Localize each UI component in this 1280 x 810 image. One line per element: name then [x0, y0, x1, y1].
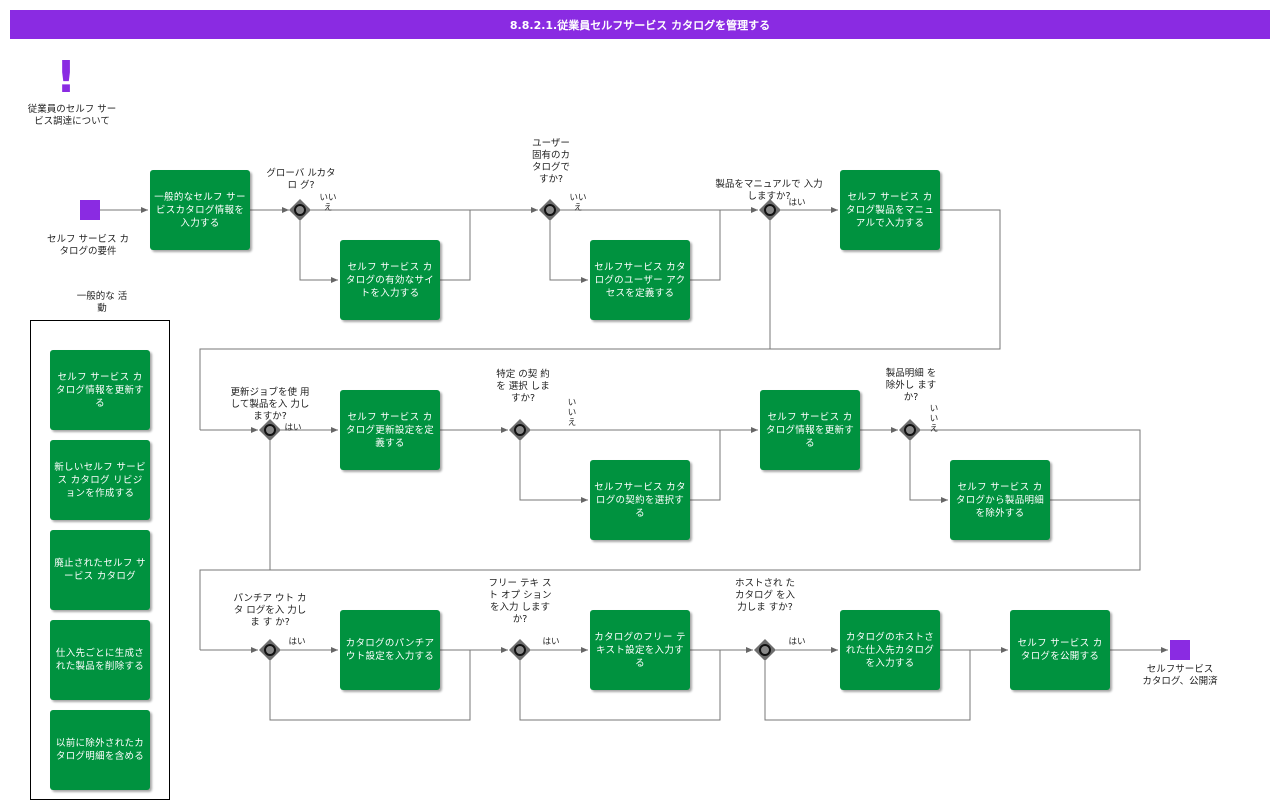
gateway-label: 製品をマニュアルで 入力しますか?: [715, 179, 823, 202]
connector: [549, 221, 588, 283]
yes-label: はい: [788, 637, 806, 647]
gateway-label: パンチア ウト カタ ログを入 力しま す か?: [233, 593, 307, 628]
task-define-update-settings[interactable]: セルフ サービス カタログ更新設定を定義する: [340, 390, 440, 470]
task-select-contract[interactable]: セルフサービス カタログの契約を選択する: [590, 460, 690, 540]
gateway-label: ホストされ たカタログ を入力しま すか?: [734, 578, 796, 613]
gateway-diamond-icon[interactable]: [539, 199, 561, 221]
gateway-label: フリー テキ スト オプ ションを入力 しますか?: [488, 578, 552, 625]
group-task[interactable]: 以前に除外されたカタログ明細を含める: [50, 710, 150, 790]
gateway-diamond-icon[interactable]: [509, 639, 531, 661]
group-task[interactable]: 仕入先ごとに生成された製品を削除する: [50, 620, 150, 700]
task-enter-general-info[interactable]: 一般的なセルフ サービスカタログ情報を入力する: [150, 170, 250, 250]
connector: [199, 209, 1001, 430]
yes-label: はい: [788, 198, 806, 208]
gateway-label: 更新ジョブを使 用して製品を入 力しますか?: [230, 387, 310, 422]
connector: [269, 650, 471, 721]
task-enter-hosted-catalog[interactable]: カタログのホストされた仕入先カタログを入力する: [840, 610, 940, 690]
page-title: 8.8.2.1.従業員セルフサービス カタログを管理する: [10, 10, 1270, 39]
task-enter-punchout[interactable]: カタログのパンチアウト設定を入力する: [340, 610, 440, 690]
connector: [519, 650, 721, 721]
gateway-diamond-icon[interactable]: [754, 639, 776, 661]
gateway-label: 製品明細 を除外し ますか?: [885, 368, 937, 403]
task-enter-valid-sites[interactable]: セルフ サービス カタログの有効なサイトを入力する: [340, 240, 440, 320]
gateway-diamond-icon[interactable]: [759, 199, 781, 221]
gateway-label: ユーザー 固有のカ タログで すか?: [531, 138, 570, 185]
group-task[interactable]: 新しいセルフ サービス カタログ リビジョンを作成する: [50, 440, 150, 520]
gateway-diamond-icon[interactable]: [259, 639, 281, 661]
connector: [690, 210, 721, 281]
end-event-label: セルフサービス カタログ、公開済: [1142, 664, 1218, 687]
connector: [199, 429, 1141, 650]
gateway-label: グローバ ルカタロ グ?: [266, 168, 336, 191]
no-label: いいえ: [567, 398, 577, 428]
gateway-diamond-icon[interactable]: [289, 199, 311, 221]
yes-label: はい: [542, 637, 560, 647]
task-publish-catalog[interactable]: セルフ サービス カタログを公開する: [1010, 610, 1110, 690]
task-enter-products-manually[interactable]: セルフ サービス カタログ製品をマニュアルで入力する: [840, 170, 940, 250]
task-update-catalog-info[interactable]: セルフ サービス カタログ情報を更新する: [760, 390, 860, 470]
gateway-diamond-icon[interactable]: [899, 419, 921, 441]
gateway-diamond-icon[interactable]: [259, 419, 281, 441]
task-enter-free-text[interactable]: カタログのフリー テキスト設定を入力する: [590, 610, 690, 690]
start-event-label: セルフ サービス カタログの要件: [46, 234, 130, 257]
task-exclude-product-lines[interactable]: セルフ サービス カタログから製品明細を除外する: [950, 460, 1050, 540]
group-task[interactable]: セルフ サービス カタログ情報を更新する: [50, 350, 150, 430]
start-event[interactable]: [80, 200, 100, 220]
connector: [519, 441, 588, 503]
connector: [440, 210, 471, 281]
group-task[interactable]: 廃止されたセルフ サービス カタログ: [50, 530, 150, 610]
connector: [909, 441, 948, 503]
gateway-diamond-icon[interactable]: [509, 419, 531, 441]
group-label: 一般的な 活動: [76, 291, 128, 314]
no-label: いいえ: [569, 193, 587, 213]
task-define-user-access[interactable]: セルフサービス カタログのユーザー アクセスを定義する: [590, 240, 690, 320]
gateway-label: 特定 の契 約を 選択 しま すか?: [496, 369, 550, 404]
exclamation-icon: !: [56, 52, 77, 103]
annotation-label: 従業員のセルフ サービス調達について: [27, 104, 117, 127]
no-label: いいえ: [929, 404, 939, 434]
connector: [299, 221, 338, 283]
connector: [690, 430, 721, 501]
no-label: いいえ: [319, 193, 337, 213]
connector: [764, 650, 971, 721]
yes-label: はい: [288, 637, 306, 647]
yes-label: はい: [284, 423, 302, 433]
group-box: [30, 320, 170, 800]
end-event[interactable]: [1170, 640, 1190, 660]
